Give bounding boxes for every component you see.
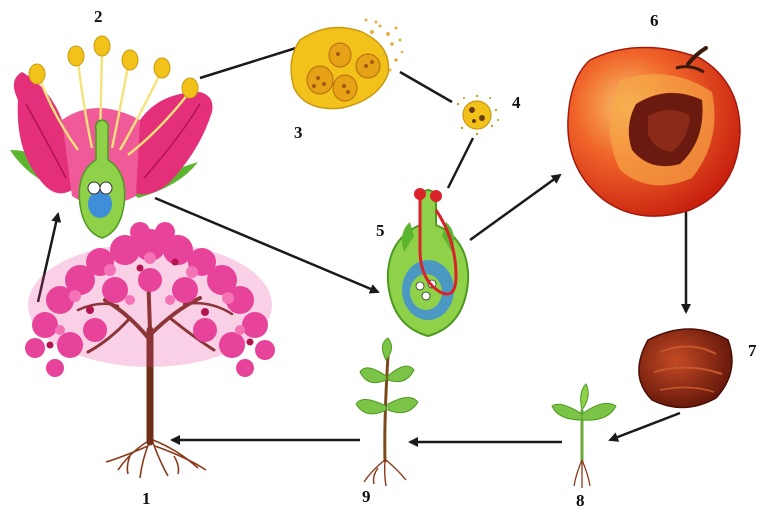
flower-ovule (88, 190, 112, 218)
label-flower: 2 (94, 7, 103, 26)
fruit-illustration (567, 46, 741, 217)
label-young-plant: 9 (362, 487, 371, 506)
label-pistil: 5 (376, 221, 385, 240)
arrow-tree-to-flower (36, 212, 62, 303)
label-fruit: 6 (650, 11, 659, 30)
tree-canopy (25, 222, 275, 377)
tree-roots (105, 439, 207, 479)
seedling-roots (573, 459, 591, 488)
label-seedling: 8 (576, 491, 585, 510)
flower-anthers (28, 35, 199, 99)
pollen-dust (364, 18, 404, 72)
label-seed: 7 (748, 341, 757, 360)
seed-illustration (638, 328, 733, 409)
label-anther: 3 (294, 123, 303, 142)
line-anther-to-pollen (399, 70, 453, 104)
line-flower-to-anther (199, 46, 297, 80)
anther-illustration (290, 18, 404, 110)
label-pollen-grain: 4 (512, 93, 521, 112)
label-tree: 1 (142, 489, 151, 508)
pistil-illustration (386, 188, 470, 338)
fruit-stem (686, 46, 708, 66)
flower-petals (13, 72, 72, 194)
pollen-tube (418, 198, 458, 296)
flower-cross-section (10, 35, 213, 239)
young-plant-illustration (355, 337, 419, 487)
arrow-flower-to-pistil (154, 196, 380, 294)
stage-labels: 1 2 3 4 5 6 7 8 9 (94, 7, 757, 510)
pollen-grain-illustration (456, 94, 499, 136)
line-pollen-to-pistil (446, 137, 475, 189)
connectors (36, 46, 691, 447)
tree-illustration (25, 222, 275, 479)
arrow-seed-to-seedling (608, 411, 681, 442)
young-plant-roots (363, 459, 407, 487)
arrow-pistil-to-fruit (469, 173, 562, 242)
seedling-illustration (551, 383, 617, 488)
